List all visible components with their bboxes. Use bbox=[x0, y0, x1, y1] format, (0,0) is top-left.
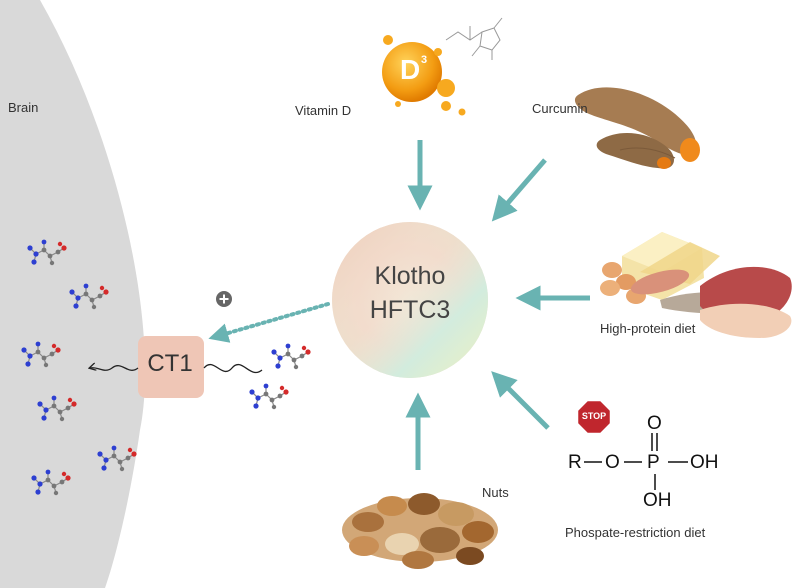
creatine-molecule-icon bbox=[37, 395, 77, 422]
brain-molecules bbox=[21, 239, 137, 496]
klotho-circle bbox=[332, 222, 488, 378]
creatine-molecule-icon bbox=[271, 343, 311, 370]
arrow-phosphate bbox=[491, 371, 550, 430]
phosphate-formula-bonds bbox=[584, 433, 688, 490]
center-label-line2: HFTC3 bbox=[369, 296, 451, 324]
nuts-label: Nuts bbox=[482, 485, 509, 500]
brain-label: Brain bbox=[8, 100, 39, 115]
high-protein-label: High-protein diet bbox=[600, 321, 696, 336]
center-label-line1: Klotho bbox=[374, 262, 446, 290]
creatine-molecule-icon bbox=[31, 469, 71, 496]
formula-oh-bottom: OH bbox=[643, 490, 672, 511]
formula-o-double: O bbox=[647, 413, 662, 434]
formula-p: P bbox=[647, 452, 660, 473]
outside-molecules bbox=[249, 343, 311, 410]
phosphate-diet-label: Phospate-restriction diet bbox=[565, 525, 706, 540]
formula-o-ester: O bbox=[605, 452, 620, 473]
arrow-curcumin bbox=[491, 158, 547, 222]
creatine-molecule-icon bbox=[27, 239, 67, 266]
vitamin-d-superscript: 3 bbox=[421, 54, 428, 66]
vitamin-d-letter: D bbox=[400, 54, 421, 85]
formula-r: R bbox=[568, 452, 582, 473]
plus-circle-icon bbox=[216, 291, 232, 307]
ct1-transporter bbox=[138, 336, 204, 398]
stop-sign-icon bbox=[578, 401, 610, 433]
vitamin-d-label: Vitamin D bbox=[295, 103, 352, 118]
turmeric-root-icon bbox=[574, 87, 700, 169]
dotted-arrow-to-ct1 bbox=[208, 302, 330, 343]
creatine-molecule-icon bbox=[69, 283, 109, 310]
transport-line-in bbox=[90, 366, 139, 371]
curcumin-label: Curcumin bbox=[532, 101, 588, 116]
formula-oh-right: OH bbox=[690, 452, 719, 473]
stop-sign-text: STOP bbox=[581, 411, 607, 421]
creatine-molecule-icon bbox=[249, 383, 289, 410]
ascorbic-acid-structure-icon bbox=[445, 17, 503, 60]
creatine-molecule-icon bbox=[97, 445, 137, 472]
ct1-label: CT1 bbox=[147, 350, 193, 377]
vitamin-d-sphere-icon bbox=[382, 35, 466, 116]
nuts-pile-icon bbox=[342, 493, 498, 569]
protein-foods-icon bbox=[600, 232, 792, 338]
creatine-molecule-icon bbox=[21, 341, 61, 368]
transport-line-out bbox=[203, 363, 263, 373]
